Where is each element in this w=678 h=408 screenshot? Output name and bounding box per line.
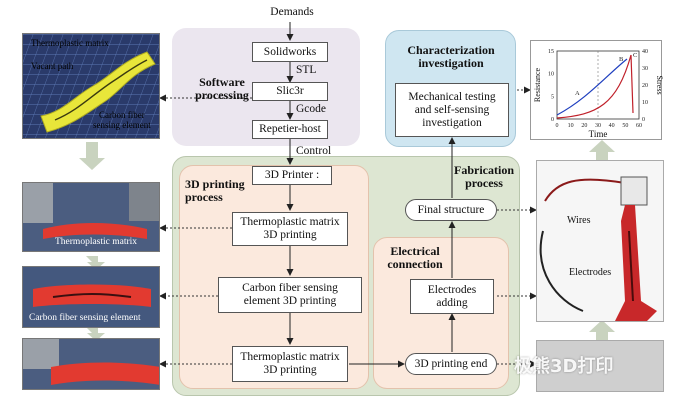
final-structure-node: Final structure xyxy=(405,199,497,221)
demands-label: Demands xyxy=(270,6,314,18)
print-photo-carbon-graphic xyxy=(23,267,159,327)
print-photo-matrix-graphic xyxy=(23,183,159,251)
printing-title-line2: process xyxy=(185,190,223,204)
mechanical-testing-box: Mechanical testing and self-sensing inve… xyxy=(395,83,509,137)
plot-y-tick-left: 10 xyxy=(548,72,554,78)
step1-line1: Thermoplastic matrix xyxy=(240,216,340,228)
electrodes-adding-line1: Electrodes xyxy=(427,283,477,296)
thermoplastic-printing-step-1: Thermoplastic matrix 3D printing xyxy=(232,212,348,246)
3d-printing-end-node: 3D printing end xyxy=(405,353,497,375)
plot-x-tick: 30 xyxy=(595,123,601,129)
solidworks-step: Solidworks xyxy=(252,42,328,62)
fabrication-title-line2: process xyxy=(465,176,503,190)
specimen-wires-label: Wires xyxy=(567,215,591,226)
plot-y-tick-left: 0 xyxy=(551,117,554,123)
thermoplastic-printing-step-2: Thermoplastic matrix 3D printing xyxy=(232,346,348,382)
plot-x-tick: 60 xyxy=(636,123,642,129)
plot-point-label: C xyxy=(633,52,637,59)
cad-label-carbon-line2: sensing element xyxy=(93,120,151,130)
print-photo-final xyxy=(22,338,160,390)
specimen-graphic xyxy=(539,176,657,321)
stress-drop xyxy=(630,54,634,114)
software-title-line1: Software xyxy=(199,75,245,89)
control-label: Control xyxy=(296,145,332,157)
cad-label-carbon-line1: Carbon fiber xyxy=(99,110,145,120)
3d-printing-process-title: 3D printing process xyxy=(185,178,249,204)
print-photo-matrix: Thermoplastic matrix xyxy=(22,182,160,252)
print-photo-carbon-label: Carbon fiber sensing element xyxy=(29,313,141,323)
plot-y-label-left: Resistance xyxy=(533,67,542,102)
electrical-title-line1: Electrical xyxy=(390,244,440,258)
electrodes-adding-line2: adding xyxy=(436,296,468,309)
block-arrows-right xyxy=(589,140,615,340)
plot-x-tick: 40 xyxy=(609,123,615,129)
plot-x-tick: 20 xyxy=(581,123,587,129)
specimen-electrodes-label: Electrodes xyxy=(569,267,612,278)
characterization-title-line1: Characterization xyxy=(407,43,495,57)
print-photo-carbon: Carbon fiber sensing element xyxy=(22,266,160,328)
fabrication-title-line1: Fabrication xyxy=(454,163,514,177)
stl-edge-label: STL xyxy=(296,64,317,76)
mech-line3: investigation xyxy=(422,116,482,129)
block-arrows-left xyxy=(79,142,105,341)
specimen-photo: Wires Electrodes xyxy=(536,160,664,322)
step3-line1: Thermoplastic matrix xyxy=(240,351,340,363)
software-processing-title: Software processing xyxy=(190,76,254,102)
characterization-title-line2: investigation xyxy=(418,56,484,70)
plot-y-tick-right: 10 xyxy=(642,100,648,106)
plot-y-tick-left: 15 xyxy=(548,49,554,55)
bottom-right-panel xyxy=(536,340,664,392)
cad-label-vacant: Vacant path xyxy=(31,61,74,71)
step2-line1: Carbon fiber sensing xyxy=(242,282,338,294)
step2-line2: element 3D printing xyxy=(243,295,337,307)
plot-x-tick: 50 xyxy=(622,123,628,129)
cad-model-graphic xyxy=(23,34,159,138)
plot-x-label: Time xyxy=(589,129,608,139)
software-title-line2: processing xyxy=(195,88,249,102)
3d-printer-step: 3D Printer : xyxy=(252,166,332,185)
print-photo-matrix-label: Thermoplastic matrix xyxy=(55,237,138,247)
electrical-title-line2: connection xyxy=(387,257,443,271)
carbon-fiber-printing-step: Carbon fiber sensing element 3D printing xyxy=(218,277,362,313)
step1-line2: 3D printing xyxy=(263,229,317,241)
cad-model-photo: Thermoplastic matrix Vacant path Carbon … xyxy=(22,33,160,139)
mech-line1: Mechanical testing xyxy=(408,90,496,103)
print-photo-final-graphic xyxy=(23,339,159,389)
slic3r-step: Slic3r xyxy=(252,82,328,101)
plot-y-tick-right: 30 xyxy=(642,66,648,72)
plot-x-tick: 0 xyxy=(556,123,559,129)
step3-line2: 3D printing xyxy=(263,364,317,376)
cad-label-carbon: Carbon fiber sensing element xyxy=(93,110,151,130)
electrical-connection-title: Electrical connection xyxy=(380,245,450,271)
fabrication-process-title: Fabrication process xyxy=(452,164,516,190)
plot-x-tick: 10 xyxy=(568,123,574,129)
gcode-edge-label: Gcode xyxy=(296,103,327,115)
plot-y-tick-right: 20 xyxy=(642,83,648,89)
watermark-text: 极熊3D打印 xyxy=(514,356,614,377)
characterization-title: Characterization investigation xyxy=(392,44,510,70)
plot-y-tick-left: 5 xyxy=(551,94,554,100)
mech-line2: and self-sensing xyxy=(414,103,490,116)
plot-point-label: A xyxy=(575,90,580,97)
plot-y-label-right: Stress xyxy=(655,75,663,94)
plot-y-tick-right: 0 xyxy=(642,117,645,123)
printing-title-line1: 3D printing xyxy=(185,177,245,191)
repetier-host-step: Repetier-host xyxy=(252,120,328,139)
resistance-curve xyxy=(556,58,628,116)
electrodes-adding-step: Electrodes adding xyxy=(410,279,494,314)
cad-label-matrix: Thermoplastic matrix xyxy=(31,38,109,48)
plot-y-tick-right: 40 xyxy=(642,49,648,55)
stress-curve xyxy=(556,54,632,119)
plot-point-label: B xyxy=(619,56,624,63)
